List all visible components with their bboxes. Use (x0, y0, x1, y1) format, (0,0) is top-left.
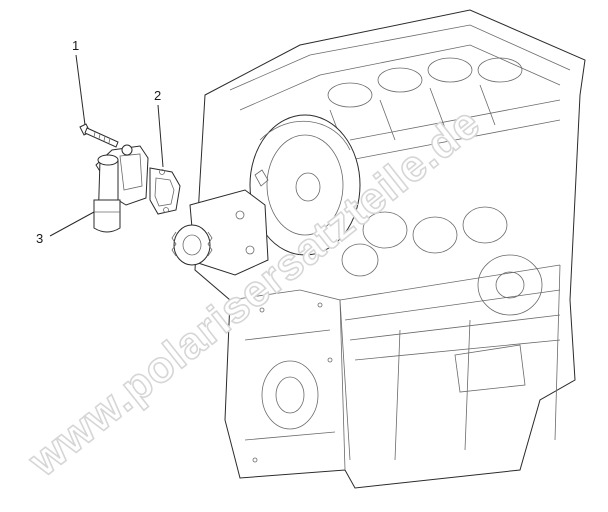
bolt (79, 123, 119, 148)
timing-cover (249, 114, 361, 256)
callout-number-2: 2 (154, 88, 161, 103)
callout-number-1: 1 (72, 38, 79, 53)
block-side (339, 206, 561, 461)
callout-number-3: 3 (36, 231, 43, 246)
callout-2: 2 (154, 88, 164, 168)
engine-block (171, 9, 586, 489)
leader-line-3 (49, 211, 95, 237)
leader-line-1 (75, 54, 86, 126)
leader-line-2 (157, 104, 164, 168)
callout-3: 3 (36, 211, 95, 246)
front-lower (229, 289, 346, 471)
callout-1: 1 (72, 38, 86, 126)
water-pump (171, 169, 269, 276)
gasket (149, 167, 181, 215)
thermostat-housing (93, 144, 149, 233)
